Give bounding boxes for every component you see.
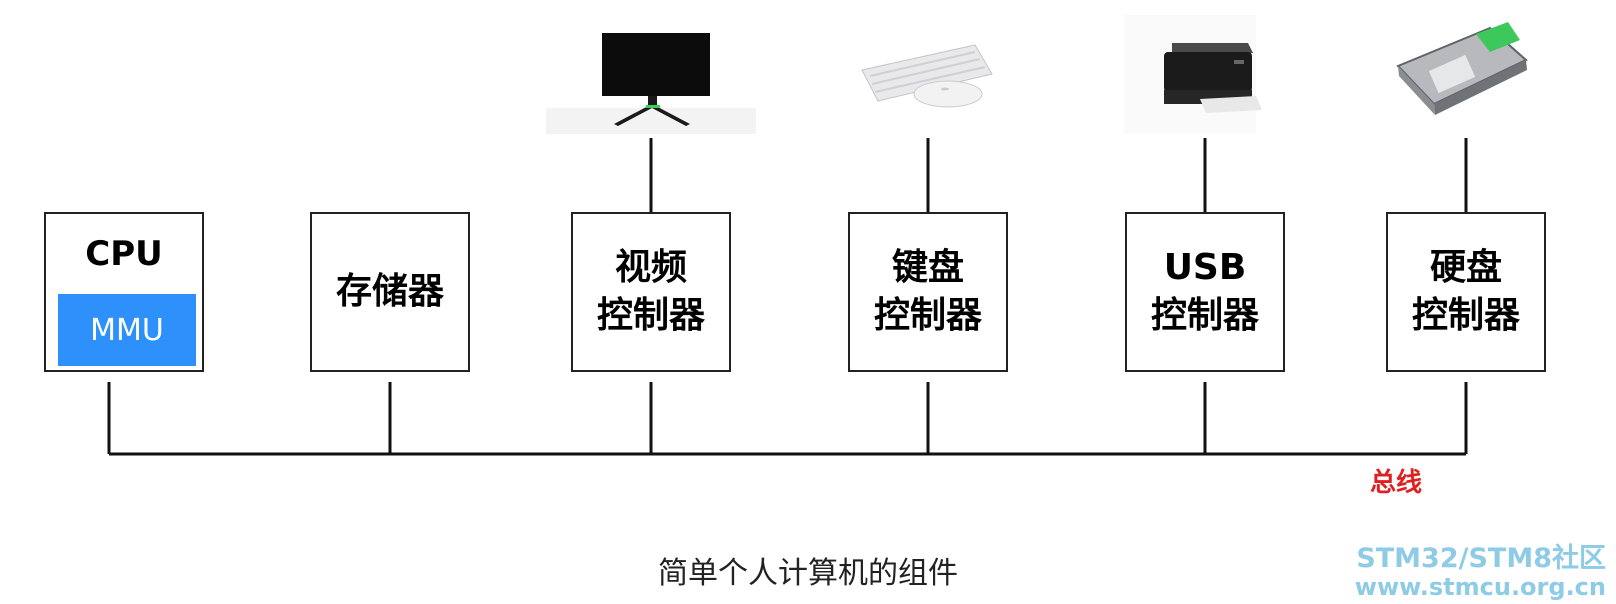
usb-controller-box: USB 控制器 bbox=[1125, 212, 1285, 372]
watermark: STM32/STM8社区 www.stmcu.org.cn bbox=[1354, 543, 1606, 602]
keyboard-controller-label: 键盘 控制器 bbox=[873, 247, 982, 336]
mmu-block: MMU bbox=[58, 294, 196, 366]
watermark-line2: www.stmcu.org.cn bbox=[1354, 573, 1606, 601]
disk-controller-label: 硬盘 控制器 bbox=[1411, 247, 1520, 336]
video-controller-label: 视频 控制器 bbox=[596, 247, 705, 336]
watermark-line1: STM32/STM8社区 bbox=[1356, 543, 1606, 574]
printer-icon bbox=[1124, 15, 1262, 133]
keyboard-mouse-icon bbox=[861, 44, 993, 108]
mmu-label: MMU bbox=[90, 312, 164, 348]
video-controller-box: 视频 控制器 bbox=[571, 212, 731, 372]
monitor-icon bbox=[546, 33, 756, 134]
hard-drive-icon bbox=[1396, 22, 1528, 115]
disk-controller-box: 硬盘 控制器 bbox=[1386, 212, 1546, 372]
memory-box: 存储器 bbox=[310, 212, 470, 372]
keyboard-controller-box: 键盘 控制器 bbox=[848, 212, 1008, 372]
figure-caption: 简单个人计算机的组件 bbox=[658, 556, 958, 591]
usb-controller-label: USB 控制器 bbox=[1150, 247, 1259, 336]
bus-label: 总线 bbox=[1370, 468, 1423, 498]
cpu-box: CPU MMU bbox=[44, 212, 204, 372]
memory-label: 存储器 bbox=[335, 271, 444, 312]
cpu-label: CPU bbox=[85, 234, 163, 274]
